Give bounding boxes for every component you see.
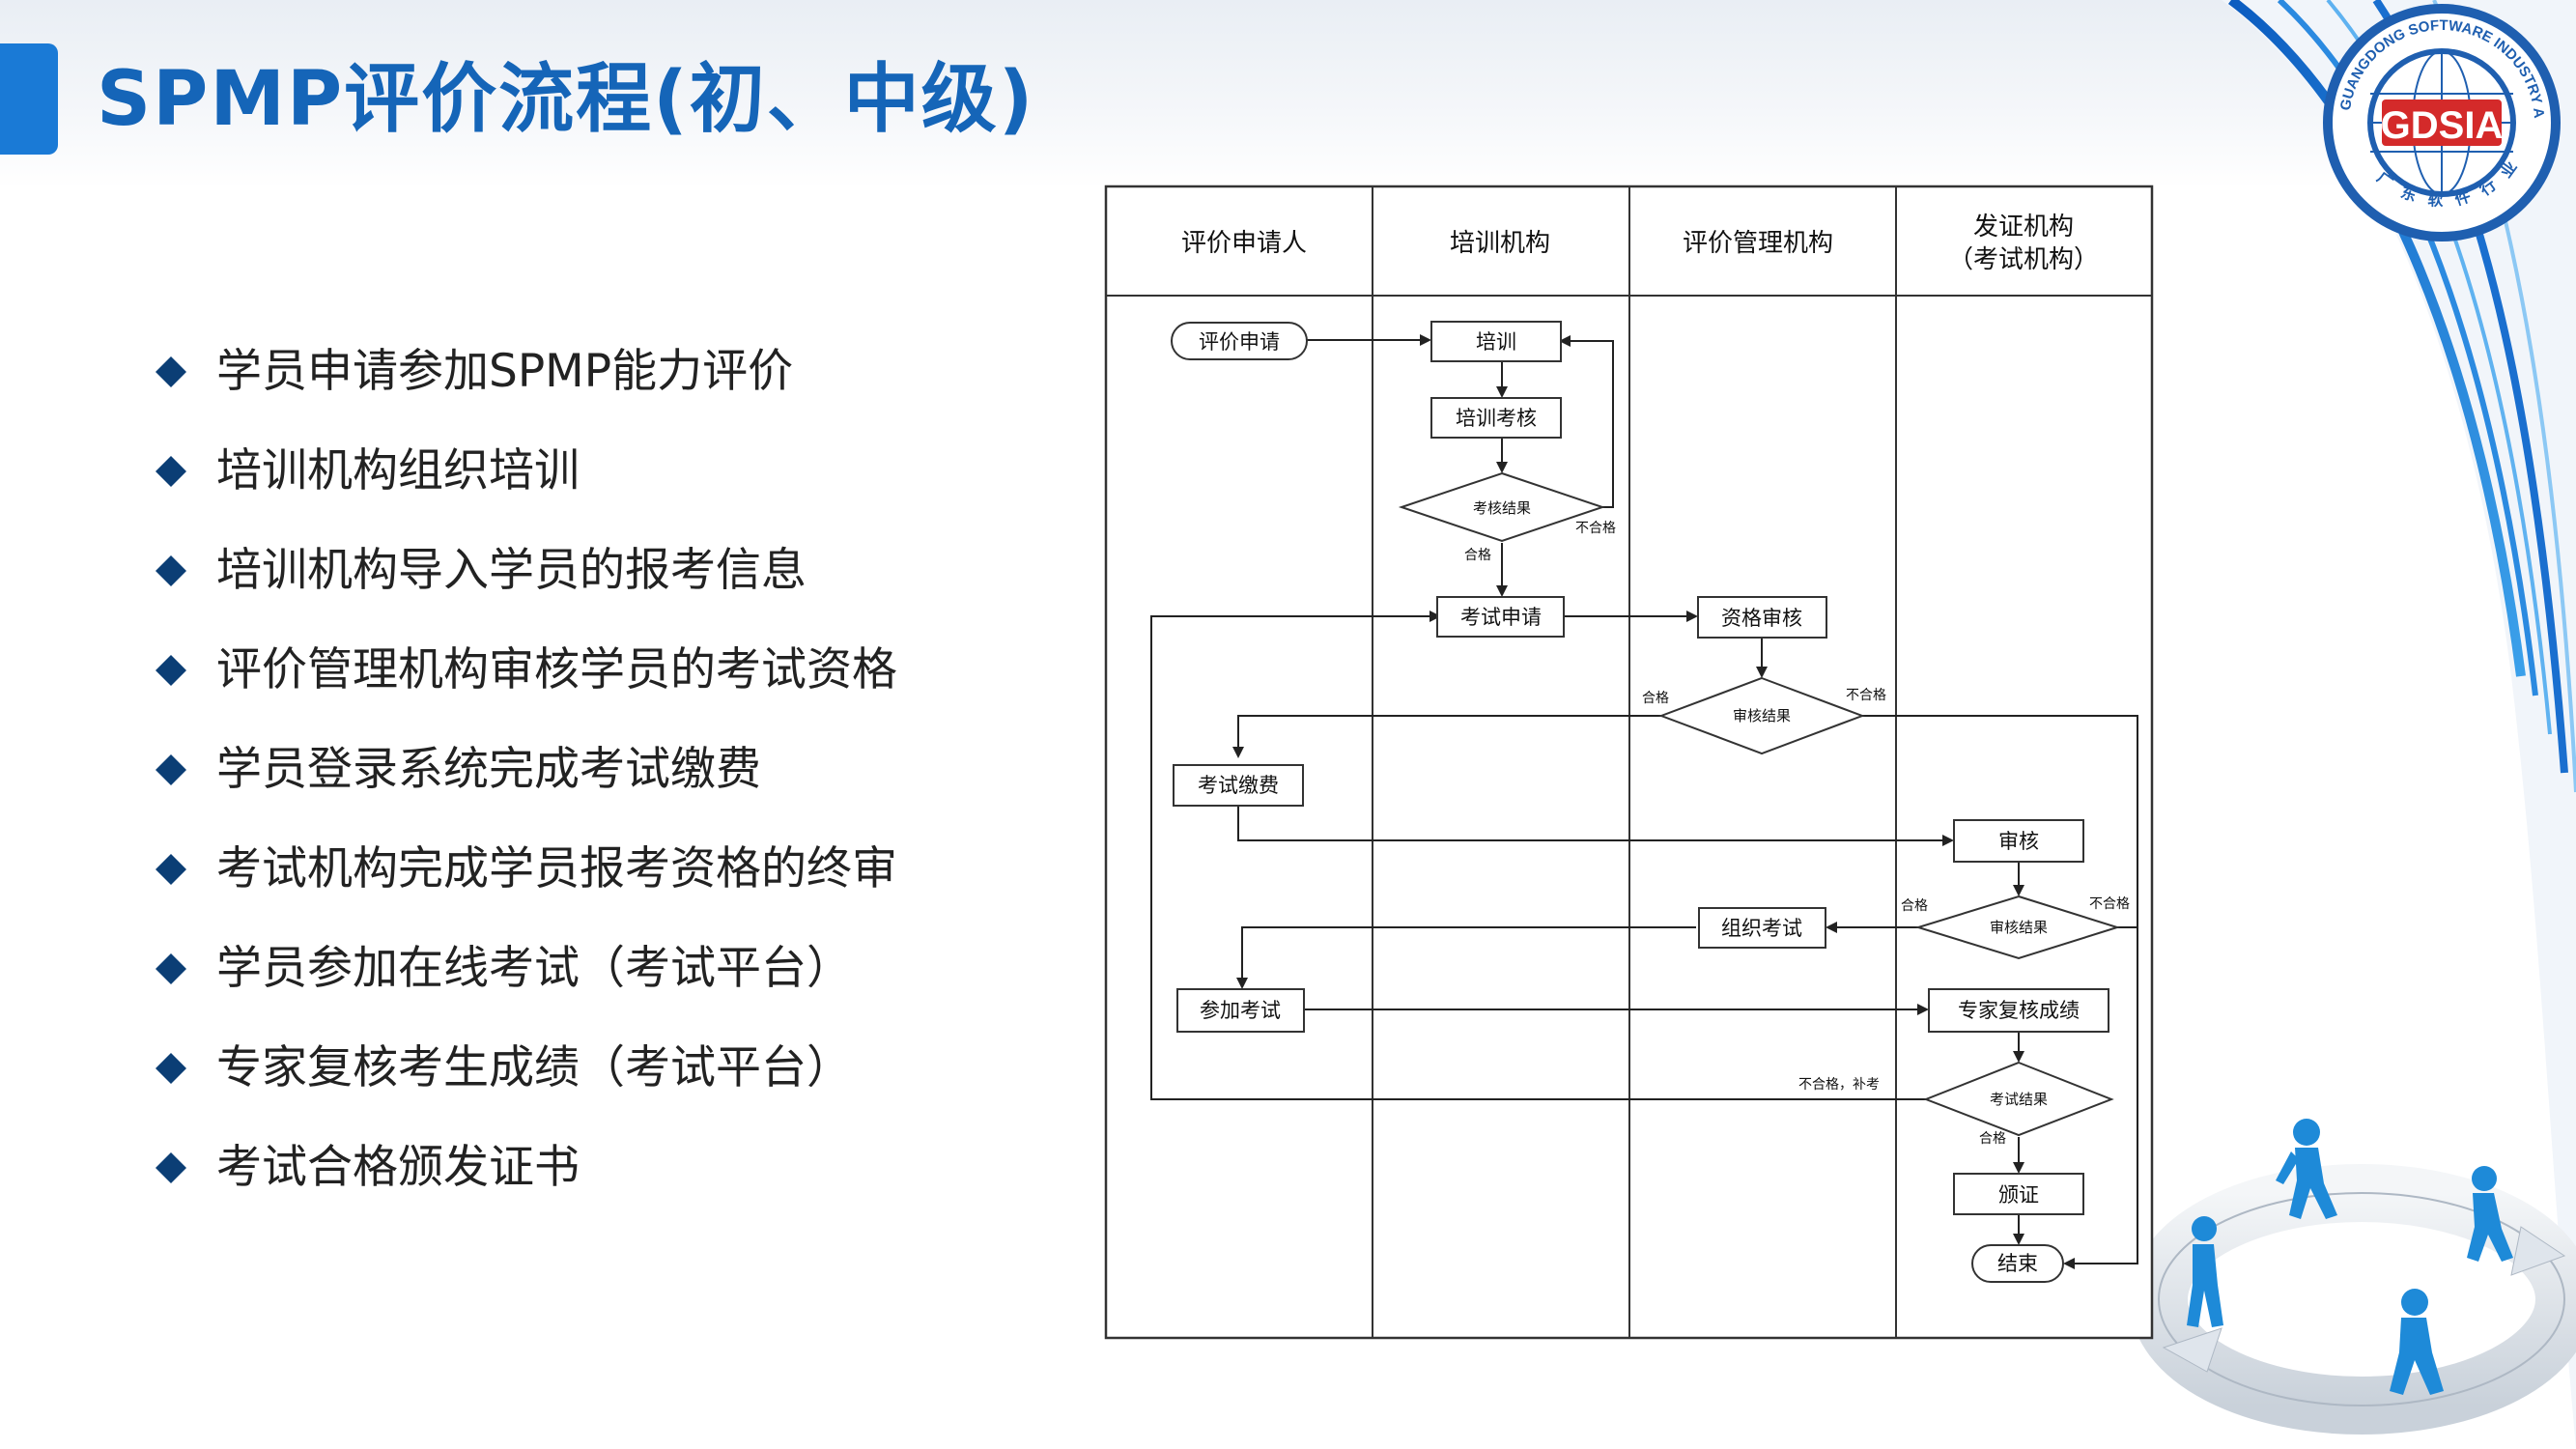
bullet-text: 考试合格颁发证书 [216, 1141, 580, 1194]
node-exam-result-1-label: 考核结果 [1473, 499, 1531, 517]
diamond-bullet-icon [156, 356, 186, 387]
header-band [0, 0, 2576, 188]
node-exam-fee-box [1173, 764, 1304, 807]
node-exam-fee-label: 考试缴费 [1198, 774, 1279, 797]
diamond-bullet-icon [156, 456, 186, 487]
diamond-bullet-icon [156, 754, 186, 785]
flow-connectors [1150, 334, 2138, 1269]
node-train-exam-box [1430, 397, 1562, 439]
node-certify-box [1953, 1173, 2084, 1215]
title-accent-bar [0, 43, 58, 155]
diamond-bullet-icon [156, 1152, 186, 1183]
bullet-item: 学员登录系统完成考试缴费 [155, 736, 897, 836]
bullet-text: 学员登录系统完成考试缴费 [216, 743, 761, 796]
node-apply-terminator [1171, 322, 1308, 360]
lane-header-applicant: 评价申请人 [1181, 229, 1307, 258]
node-train-label: 培训 [1476, 330, 1516, 354]
bullet-text: 专家复核考生成绩（考试平台） [216, 1041, 852, 1094]
edge-label-fail-3: 不合格 [2089, 896, 2130, 912]
bullet-item: 学员参加在线考试（考试平台） [155, 935, 897, 1035]
node-exam-result-decision-1 [1398, 471, 1606, 543]
node-organize-exam-box [1698, 907, 1826, 949]
lane-header-certifying-org: 发证机构 [1973, 213, 2074, 242]
node-take-exam-label: 参加考试 [1200, 999, 1281, 1022]
edge-label-pass-3: 合格 [1901, 898, 1928, 914]
node-review-result-decision-2 [1914, 895, 2121, 960]
diamond-bullet-icon [156, 1053, 186, 1084]
node-review-result-decision-1 [1658, 676, 1865, 755]
node-expert-review-box [1928, 988, 2109, 1033]
edge-label-pass-1: 合格 [1464, 548, 1491, 563]
node-review-result-2-label: 审核结果 [1990, 919, 2048, 936]
lane-header-training-org: 培训机构 [1450, 229, 1550, 258]
bullet-text: 培训机构组织培训 [216, 444, 580, 497]
diamond-bullet-icon [156, 555, 186, 586]
edge-label-fail-retake: 不合格，补考 [1798, 1077, 1880, 1093]
person-figure-4 [2390, 1289, 2444, 1395]
diamond-bullet-icon [156, 953, 186, 984]
node-organize-exam-label: 组织考试 [1721, 917, 1802, 940]
diamond-bullet-icon [156, 854, 186, 885]
bullet-item: 考试合格颁发证书 [155, 1134, 897, 1234]
bullet-item: 专家复核考生成绩（考试平台） [155, 1035, 897, 1134]
swimlane-frame [1104, 185, 2154, 1340]
bullet-text: 评价管理机构审核学员的考试资格 [216, 643, 897, 696]
edge-label-pass-4: 合格 [1979, 1131, 2006, 1147]
node-take-exam-box [1176, 988, 1305, 1033]
bullet-item: 培训机构组织培训 [155, 438, 897, 537]
teamwork-ring-illustration [2130, 1164, 2576, 1435]
edge-label-fail-2: 不合格 [1846, 688, 1886, 703]
bullet-text: 考试机构完成学员报考资格的终审 [216, 842, 897, 895]
bullet-text: 学员申请参加SPMP能力评价 [216, 345, 794, 398]
logo-text: GDSIA [2381, 104, 2504, 147]
edge-label-fail-1: 不合格 [1575, 521, 1616, 536]
person-figure-3 [2187, 1216, 2223, 1327]
node-audit-box [1953, 819, 2084, 863]
diamond-bullet-icon [156, 655, 186, 686]
node-exam-apply-box [1436, 596, 1565, 638]
person-figure-1 [2276, 1119, 2337, 1219]
bullet-text: 培训机构导入学员的报考信息 [216, 544, 807, 597]
node-train-box [1430, 321, 1562, 362]
node-expert-review-label: 专家复核成绩 [1958, 999, 2080, 1022]
node-train-exam-label: 培训考核 [1456, 407, 1537, 430]
bullet-list: 学员申请参加SPMP能力评价 培训机构组织培训 培训机构导入学员的报考信息 评价… [155, 338, 897, 1234]
bullet-item: 学员申请参加SPMP能力评价 [155, 338, 897, 438]
node-end-label: 结束 [1997, 1252, 2038, 1275]
node-qual-review-label: 资格审核 [1721, 607, 1802, 630]
node-apply-label: 评价申请 [1199, 330, 1280, 354]
bullet-item: 考试机构完成学员报考资格的终审 [155, 836, 897, 935]
people-figures [2187, 1119, 2513, 1395]
lane-header-exam-org: （考试机构） [1948, 245, 2099, 274]
lane-header-evaluation-admin: 评价管理机构 [1683, 229, 1833, 258]
page-title: SPMP评价流程(初、中级) [97, 56, 1035, 143]
node-audit-label: 审核 [1998, 830, 2039, 853]
bullet-text: 学员参加在线考试（考试平台） [216, 942, 852, 995]
flow-nodes [1171, 321, 2121, 1283]
node-review-result-1-label: 审核结果 [1733, 707, 1791, 724]
edge-label-pass-2: 合格 [1642, 691, 1669, 706]
node-exam-apply-label: 考试申请 [1460, 606, 1542, 629]
node-end-terminator [1971, 1244, 2064, 1283]
node-exam-result-2-label: 考试结果 [1990, 1091, 2048, 1108]
node-certify-label: 颁证 [1998, 1183, 2039, 1207]
person-figure-2 [2467, 1166, 2513, 1262]
bullet-item: 评价管理机构审核学员的考试资格 [155, 637, 897, 736]
node-qual-review-box [1697, 596, 1827, 639]
bullet-item: 培训机构导入学员的报考信息 [155, 537, 897, 637]
node-exam-result-decision-2 [1923, 1061, 2114, 1137]
